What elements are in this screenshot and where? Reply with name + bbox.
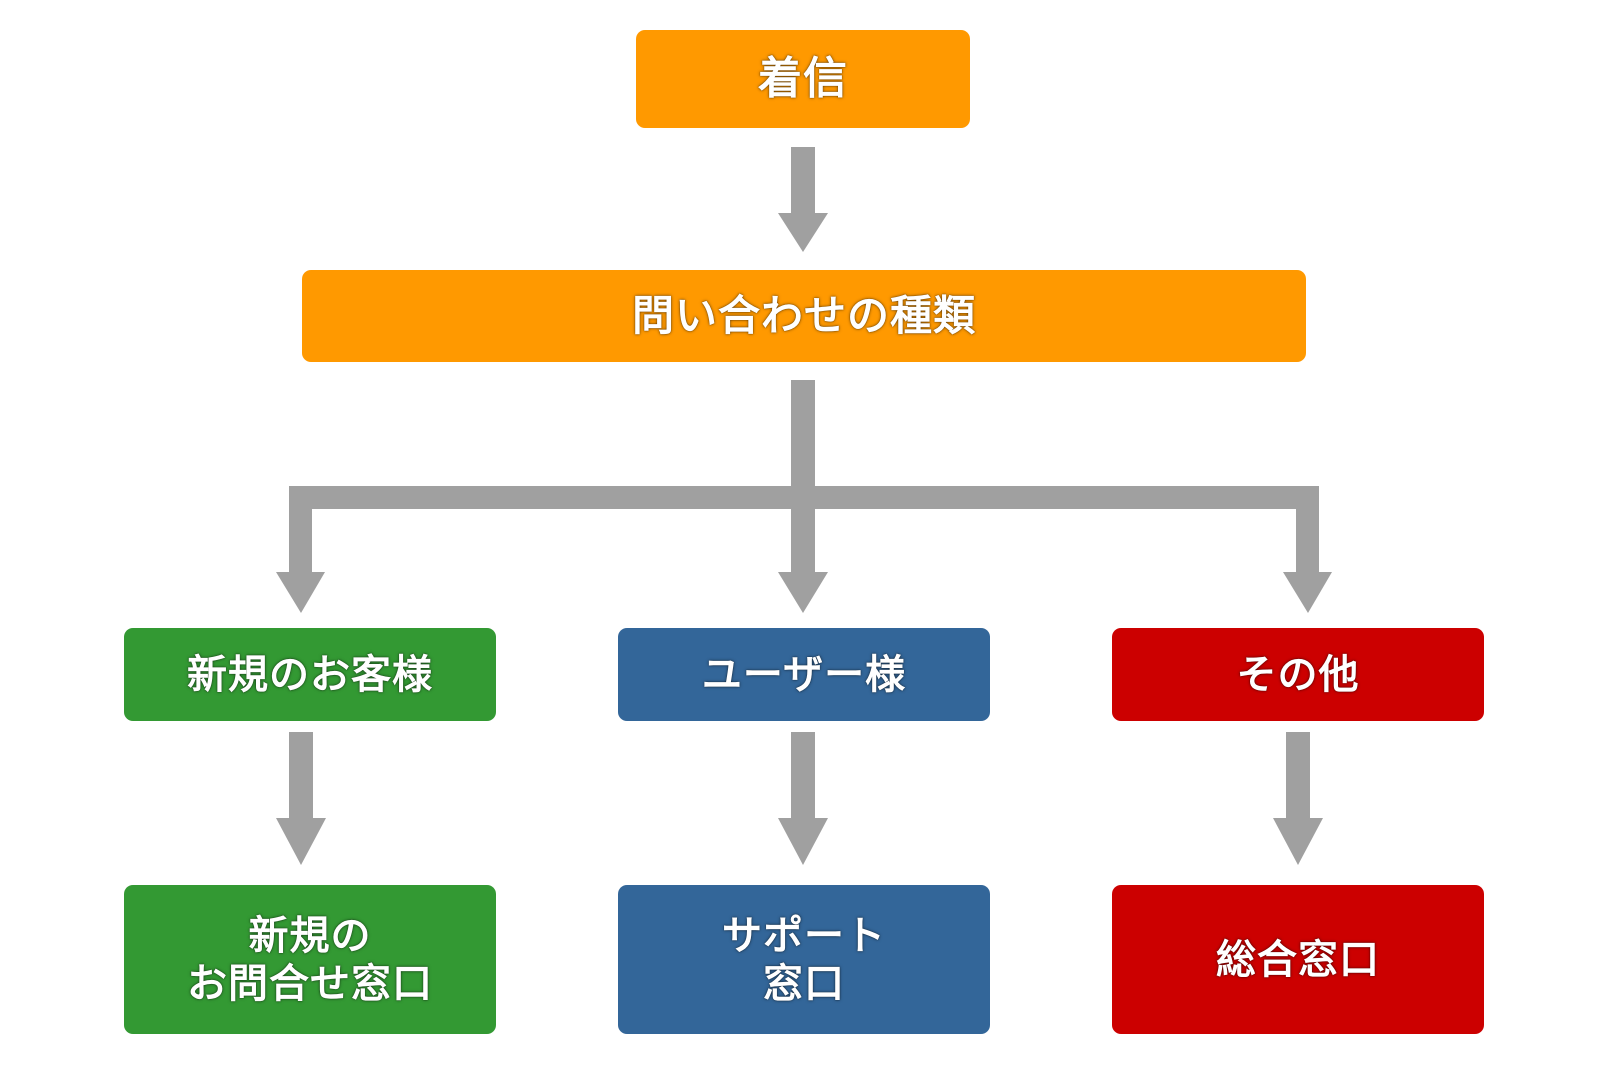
branch-center-arrow-head: [778, 572, 828, 613]
new-customer-label: 新規のお客様: [187, 651, 433, 698]
branch-left-arrow-head: [276, 572, 325, 613]
support-window-box: サポート 窓口: [618, 885, 990, 1034]
arrow-head-left-lower: [276, 818, 326, 865]
arrow-shaft-right-lower: [1286, 732, 1310, 818]
other-label: その他: [1236, 651, 1360, 698]
arrow-head-center-lower: [778, 818, 828, 865]
new-inquiry-window-line1: 新規の: [248, 912, 372, 959]
arrow-head: [778, 213, 828, 252]
branch-right-arrow-head: [1283, 572, 1332, 613]
branch-left-shaft: [289, 486, 312, 572]
new-customer-box: 新規のお客様: [124, 628, 496, 721]
user-label: ユーザー様: [701, 651, 907, 698]
other-box: その他: [1112, 628, 1484, 721]
support-window-line1: サポート: [722, 912, 886, 959]
arrow-head-right-lower: [1273, 818, 1323, 865]
general-window-label: 総合窓口: [1216, 936, 1380, 983]
trunk-line: [791, 380, 815, 486]
support-window-line2: 窓口: [763, 960, 845, 1007]
incoming-call-box: 着信: [636, 30, 970, 128]
new-inquiry-window-box: 新規の お問合せ窓口: [124, 885, 496, 1034]
new-inquiry-window-line2: お問合せ窓口: [187, 960, 433, 1007]
user-box: ユーザー様: [618, 628, 990, 721]
inquiry-type-label: 問い合わせの種類: [631, 290, 976, 340]
general-window-box: 総合窓口: [1112, 885, 1484, 1034]
inquiry-type-box: 問い合わせの種類: [302, 270, 1306, 362]
arrow-shaft: [791, 147, 815, 213]
branch-center-shaft: [791, 486, 815, 572]
arrow-shaft-left-lower: [289, 732, 313, 818]
incoming-call-label: 着信: [758, 52, 848, 104]
arrow-shaft-center-lower: [791, 732, 815, 818]
branch-right-shaft: [1296, 486, 1319, 572]
